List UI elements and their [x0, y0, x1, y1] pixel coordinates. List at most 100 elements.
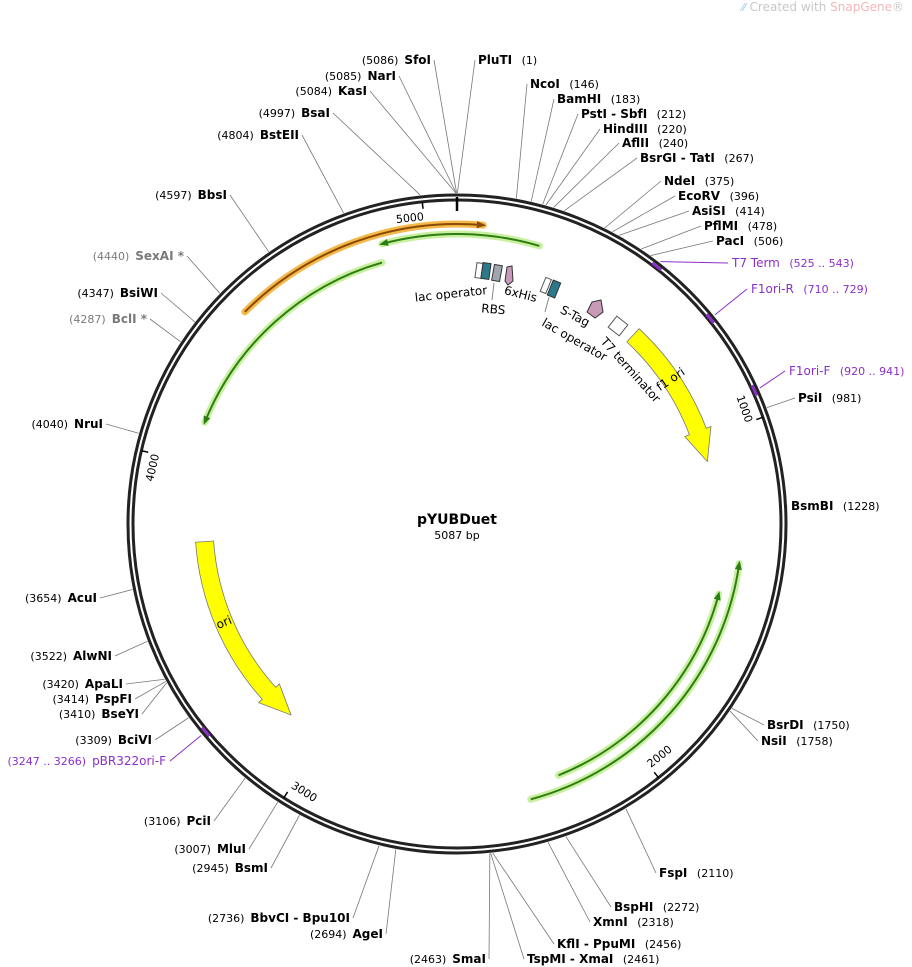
site-leader-line [433, 59, 457, 194]
site-leader-line [332, 112, 421, 196]
primer-leader-line [759, 370, 786, 389]
enzyme-name: SmaI [452, 952, 486, 966]
green-feature-arrow-1 [381, 233, 540, 247]
restriction-site-fspi: FspI (2110) [659, 866, 733, 880]
primer-range: (525 .. 543) [786, 257, 854, 270]
enzyme-position: (2463) [410, 953, 447, 966]
plasmid-name: pYUBDuet [417, 512, 497, 528]
enzyme-name: TspMI - XmaI [527, 952, 613, 966]
restriction-site-bsmi: (2945)BsmI [192, 861, 268, 875]
enzyme-name: KasI [338, 84, 367, 98]
enzyme-name: NdeI [664, 174, 695, 188]
t7-terminator-box [607, 315, 629, 337]
primer-range: (3247 .. 3266) [8, 755, 87, 768]
site-leader-line [398, 75, 457, 194]
enzyme-position: (3522) [30, 650, 67, 663]
tick-mark [756, 416, 764, 421]
site-leader-line [229, 194, 270, 253]
mcs-features: lac operator RBS 6xHis S-Tag lac operato… [414, 261, 663, 405]
enzyme-position: (2736) [208, 912, 245, 925]
primer-binding-mark [705, 313, 715, 325]
restriction-site-bbvci-bpu10i: (2736) BbvCI - Bpu10I [208, 911, 350, 925]
restriction-site-nrui: (4040)NruI [31, 417, 103, 431]
enzyme-name: BbvCI - Bpu10I [250, 911, 350, 925]
f1-ori-arrow [626, 328, 712, 463]
snapgene-credit: ⁄⁄Created with SnapGene® [742, 0, 904, 14]
plasmid-length: 5087 bp [434, 529, 479, 542]
site-leader-line [270, 814, 300, 869]
ori-arrow [195, 540, 292, 716]
restriction-site-bsrdi: BsrDI (1750) [767, 718, 850, 732]
rbs-label: RBS [481, 301, 506, 317]
green-feature-arrow-3-glow [527, 560, 743, 803]
enzyme-name: AlwNI [73, 649, 112, 663]
site-leader-line [766, 397, 796, 409]
site-leader-line [625, 808, 657, 874]
enzyme-name: BsaI [301, 106, 330, 120]
site-leader-line [729, 710, 759, 742]
site-leader-line [105, 423, 139, 434]
enzyme-name: AgeI [353, 927, 383, 941]
site-leader-line [248, 802, 279, 850]
restriction-site-aflii: AflII (240) [622, 136, 688, 150]
enzyme-position: (4287) [69, 313, 106, 326]
enzyme-position: (2945) [192, 862, 229, 875]
enzyme-name: BamHI [557, 92, 601, 106]
backbone-outer-ring [126, 193, 788, 855]
restriction-site-pspfi: (3414)PspFI [52, 692, 132, 706]
enzyme-position: (183) [607, 93, 640, 106]
orange-feature-arrow [244, 223, 484, 313]
enzyme-name: NsiI [761, 734, 787, 748]
enzyme-position: (4347) [77, 287, 114, 300]
enzyme-position: (220) [654, 123, 687, 136]
green-feature-arrow-4-arrowhead [713, 591, 721, 601]
restriction-site-ecorv: EcoRV (396) [678, 189, 759, 203]
restriction-site-psii: PsiI (981) [798, 391, 861, 405]
enzyme-position: (4597) [155, 189, 192, 202]
enzyme-name: BspHI [614, 900, 653, 914]
restriction-site-bseyi: (3410)BseYI [59, 707, 139, 721]
site-leader-line [563, 157, 638, 212]
site-leader-line [553, 142, 620, 208]
restriction-site-kasi: (5084)KasI [295, 84, 367, 98]
rbs-leader [491, 282, 495, 301]
enzyme-name: BbsI [198, 188, 227, 202]
enzyme-name: BclI * [112, 312, 148, 326]
enzyme-position: (3106) [144, 815, 181, 828]
primer-leader-line [169, 735, 202, 762]
lac-operator-1-box [480, 261, 492, 281]
enzyme-position: (3420) [42, 678, 79, 691]
enzyme-position: (212) [653, 108, 686, 121]
restriction-site-pluti: PluTI (1) [478, 53, 537, 67]
restriction-site-hindiii: HindIII (220) [603, 122, 687, 136]
restriction-site-paci: PacI (506) [716, 234, 783, 248]
site-leader-line [547, 842, 591, 923]
primer-name: F1ori-F [789, 364, 830, 378]
restriction-site-pcii: (3106)PciI [144, 814, 211, 828]
green-feature-arrow-3 [530, 563, 741, 801]
enzyme-position: (3410) [59, 708, 96, 721]
tick-label: 5000 [395, 210, 424, 226]
primer-name: F1ori-R [751, 282, 794, 296]
enzyme-name: BsrGI - TatI [640, 151, 715, 165]
site-leader-line [604, 180, 662, 229]
site-leader-line [114, 640, 148, 657]
enzyme-position: (146) [566, 78, 599, 91]
enzyme-name: BsiWI [120, 286, 158, 300]
restriction-sites-layer: (5086)SfoI(5085)NarI(5084)KasI(4997)BsaI… [8, 53, 905, 966]
enzyme-position: (1758) [793, 735, 833, 748]
enzyme-name: AsiSI [692, 204, 726, 218]
enzyme-position: (2318) [634, 916, 674, 929]
enzyme-name: SexAI * [135, 249, 184, 263]
enzyme-position: (5086) [362, 54, 399, 67]
restriction-site-bsai: (4997)BsaI [259, 106, 330, 120]
enzyme-position: (2461) [619, 953, 659, 966]
primer-range: (710 .. 729) [800, 283, 868, 296]
enzyme-position: (4040) [31, 418, 68, 431]
enzyme-position: (2272) [659, 901, 699, 914]
enzyme-name: ApaLI [85, 677, 123, 691]
enzyme-position: (1) [518, 54, 537, 67]
primer-f1ori-r: F1ori-R (710 .. 729) [751, 282, 868, 296]
site-leader-line [160, 292, 196, 323]
